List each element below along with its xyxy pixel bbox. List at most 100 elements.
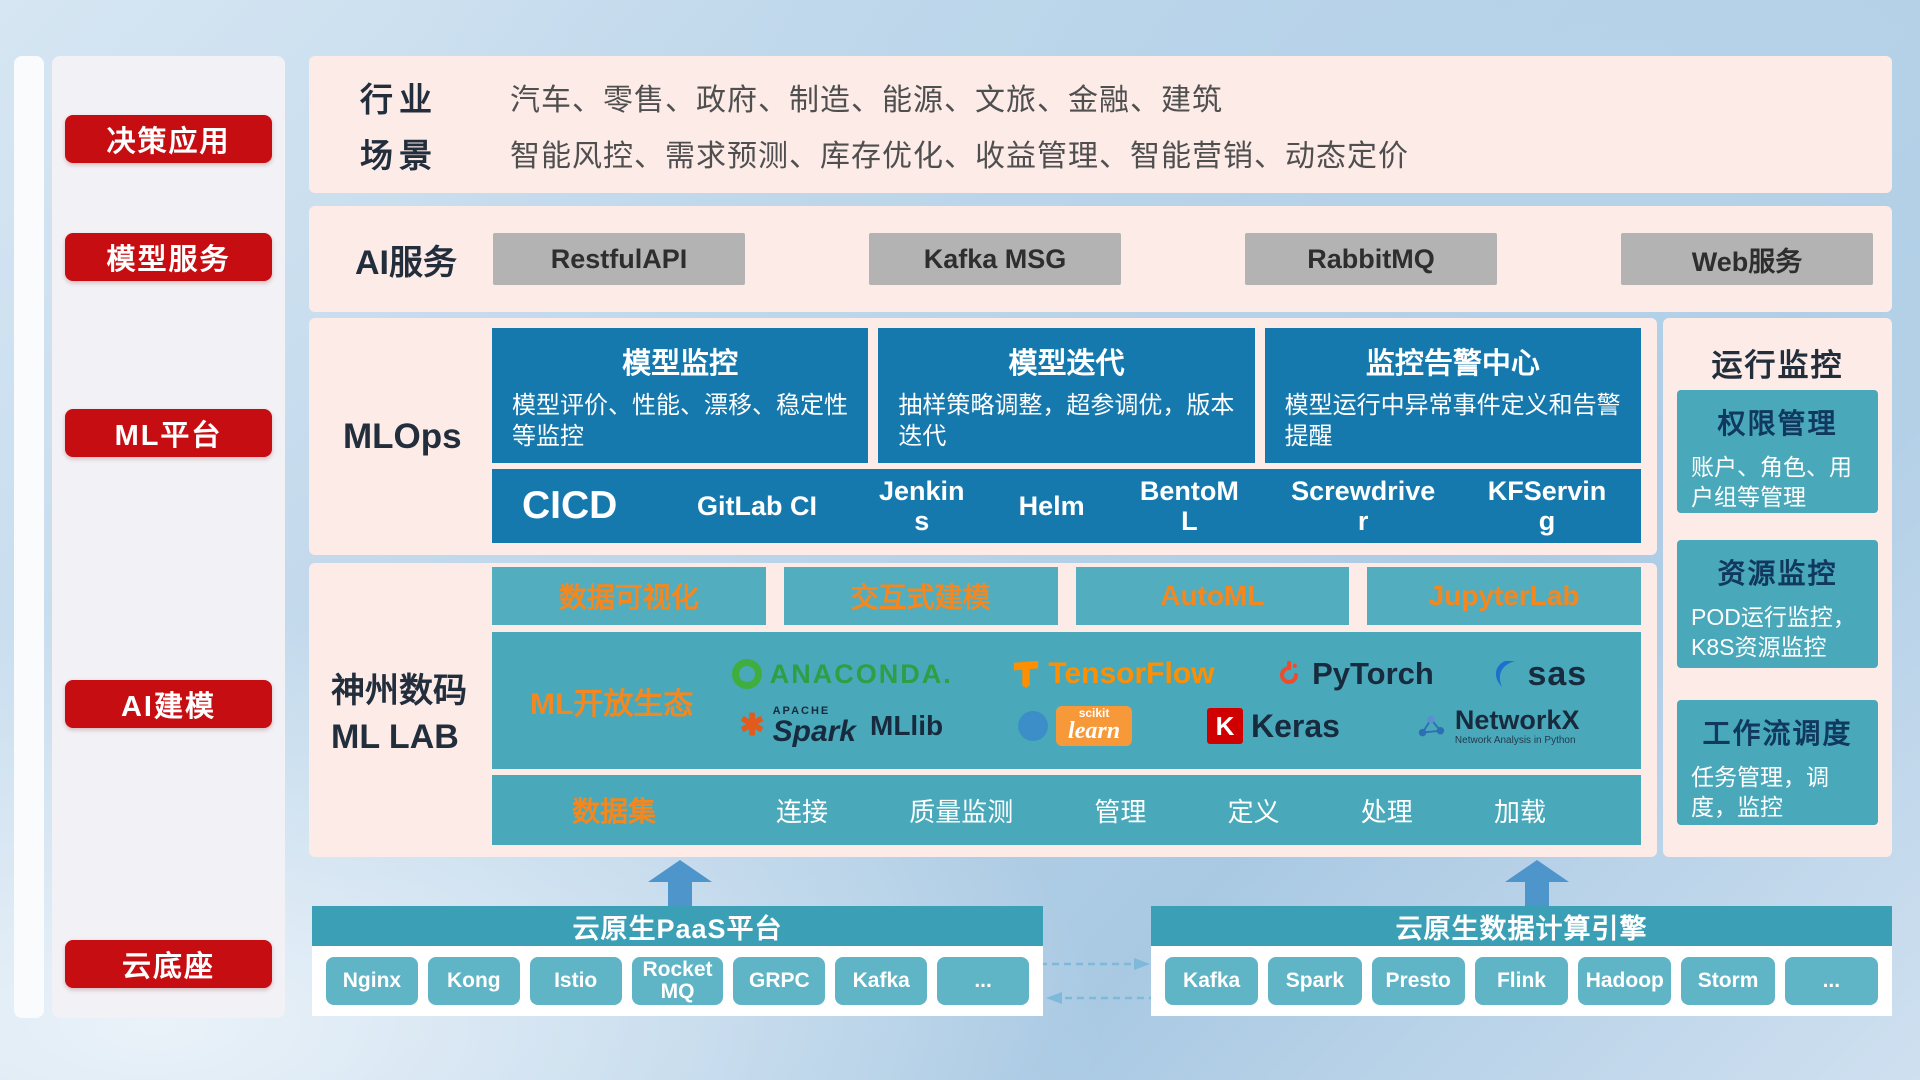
flow-arrow-right-icon <box>1040 958 1150 970</box>
industry-list: 汽车、零售、政府、制造、能源、文旅、金融、建筑 <box>510 84 1223 117</box>
cicd-bar: CICD GitLab CI Jenkins Helm BentoML Scre… <box>492 469 1641 543</box>
chip-more[interactable]: ... <box>937 957 1030 1005</box>
model-monitoring-card: 模型监控 模型评价、性能、漂移、稳定性等监控 <box>492 328 869 463</box>
tensorflow-logo-text: TensorFlow <box>1048 657 1215 690</box>
anaconda-logo-text: ANACONDA. <box>769 658 953 689</box>
keras-logo-text: Keras <box>1251 707 1340 744</box>
sidebar-item-ml-platform[interactable]: ML平台 <box>65 409 272 457</box>
cloud-engine-chips: Kafka Spark Presto Flink Hadoop Storm ..… <box>1151 946 1892 1016</box>
industry-scenario-panel: 行业 汽车、零售、政府、制造、能源、文旅、金融、建筑 场景 智能风控、需求预测、… <box>309 56 1892 193</box>
tensorflow-logo: TensorFlow <box>1012 657 1215 691</box>
cloud-engine-group: 云原生数据计算引擎 Kafka Spark Presto Flink Hadoo… <box>1151 906 1892 1016</box>
tool-data-visualization[interactable]: 数据可视化 <box>492 567 766 625</box>
sas-swoosh-icon <box>1496 661 1516 687</box>
networkx-icon <box>1418 715 1445 737</box>
chip-hadoop[interactable]: Hadoop <box>1578 957 1672 1005</box>
cicd-tool-bentoml: BentoML <box>1139 475 1239 536</box>
dataset-label: 数据集 <box>572 796 657 827</box>
anaconda-logo: ANACONDA. <box>731 658 953 690</box>
mlops-cards: 模型监控 模型评价、性能、漂移、稳定性等监控 模型迭代 抽样策略调整，超参调优，… <box>492 328 1641 463</box>
card-desc: 模型评价、性能、漂移、稳定性等监控 <box>512 392 848 451</box>
sidebar-item-decision-apps[interactable]: 决策应用 <box>65 115 272 163</box>
card-desc: POD运行监控，K8S资源监控 <box>1691 604 1856 661</box>
card-desc: 模型运行中异常事件定义和告警提醒 <box>1284 392 1621 451</box>
flow-arrow-left-icon <box>1046 992 1156 1004</box>
scikit-learn-icon <box>1018 711 1049 741</box>
ml-lab-label-line2: ML LAB <box>331 718 459 756</box>
ai-service-buttons: RestfulAPI Kafka MSG RabbitMQ Web服务 <box>493 233 1873 285</box>
layer-sidebar: 决策应用 模型服务 ML平台 AI建模 云底座 <box>52 56 285 1018</box>
service-button-restfulapi[interactable]: RestfulAPI <box>493 233 745 285</box>
cicd-tool-jenkins: Jenkins <box>879 475 965 536</box>
ai-service-panel: AI服务 RestfulAPI Kafka MSG RabbitMQ Web服务 <box>309 206 1892 312</box>
chip-grpc[interactable]: GRPC <box>733 957 826 1005</box>
chip-spark[interactable]: Spark <box>1268 957 1362 1005</box>
service-button-kafka-msg[interactable]: Kafka MSG <box>869 233 1121 285</box>
scikit-learn-badge: scikit learn <box>1056 706 1133 746</box>
ml-lab-panel: 神州数码 ML LAB 数据可视化 交互式建模 AutoML JupyterLa… <box>309 563 1657 857</box>
chip-kafka[interactable]: Kafka <box>835 957 928 1005</box>
card-title: 模型监控 <box>622 348 739 380</box>
tool-interactive-modeling[interactable]: 交互式建模 <box>783 567 1058 625</box>
model-iteration-card: 模型迭代 抽样策略调整，超参调优，版本迭代 <box>878 328 1255 463</box>
keras-logo: K Keras <box>1207 708 1340 745</box>
cicd-tool-gitlab-ci: GitLab CI <box>697 490 817 521</box>
workflow-scheduling-card: 工作流调度 任务管理，调度，监控 <box>1677 700 1878 825</box>
dataset-item-connect: 连接 <box>776 796 829 827</box>
dataset-item-load: 加载 <box>1493 796 1546 827</box>
service-button-web[interactable]: Web服务 <box>1621 233 1873 285</box>
chip-more[interactable]: ... <box>1784 957 1878 1005</box>
chip-kafka[interactable]: Kafka <box>1165 957 1259 1005</box>
cicd-tool-helm: Helm <box>1018 490 1085 521</box>
anaconda-icon <box>731 659 762 689</box>
industry-row: 行业 汽车、零售、政府、制造、能源、文旅、金融、建筑 <box>360 74 1862 120</box>
spark-wordmark: APACHE Spark <box>772 704 856 747</box>
scenario-row: 场景 智能风控、需求预测、库存优化、收益管理、智能营销、动态定价 <box>360 130 1862 176</box>
chip-flink[interactable]: Flink <box>1474 957 1569 1005</box>
networkx-logo-text: NetworkX <box>1454 704 1580 735</box>
scenario-list: 智能风控、需求预测、库存优化、收益管理、智能营销、动态定价 <box>510 140 1409 173</box>
card-title: 工作流调度 <box>1702 718 1853 749</box>
ecosystem-logos-row1: ANACONDA. TensorFlow PyTorch <box>702 655 1617 694</box>
left-accent-bar <box>14 56 44 1018</box>
networkx-subtitle: Network Analysis in Python <box>1454 735 1576 747</box>
cicd-tool-kfserving: KFServing <box>1487 475 1607 536</box>
sas-logo-text: sas <box>1527 654 1588 693</box>
networkx-wordmark: NetworkX Network Analysis in Python <box>1454 704 1580 747</box>
chip-rocketmq[interactable]: RocketMQ <box>631 957 724 1005</box>
card-desc: 抽样策略调整，超参调优，版本迭代 <box>898 392 1235 451</box>
chip-storm[interactable]: Storm <box>1681 957 1775 1005</box>
mllib-logo-text: MLlib <box>870 710 944 741</box>
chip-istio[interactable]: Istio <box>529 957 622 1005</box>
card-title: 资源监控 <box>1717 558 1838 589</box>
dataset-bar: 数据集 连接 质量监测 管理 定义 处理 加载 <box>492 775 1641 845</box>
card-desc: 账户、角色、用户组等管理 <box>1691 454 1852 511</box>
sidebar-item-ai-modeling[interactable]: AI建模 <box>65 680 272 728</box>
cicd-tool-screwdriver: Screwdriver <box>1291 475 1436 536</box>
tool-automl[interactable]: AutoML <box>1075 567 1350 625</box>
runtime-monitoring-title: 运行监控 <box>1711 348 1844 383</box>
sidebar-item-cloud-base[interactable]: 云底座 <box>65 940 272 988</box>
chip-kong[interactable]: Kong <box>427 957 520 1005</box>
chip-presto[interactable]: Presto <box>1371 957 1465 1005</box>
sidebar-item-model-service[interactable]: 模型服务 <box>65 233 272 281</box>
chip-nginx[interactable]: Nginx <box>326 957 418 1005</box>
card-title: 权限管理 <box>1717 408 1838 439</box>
cicd-tools: GitLab CI Jenkins Helm BentoML Screwdriv… <box>682 476 1611 536</box>
card-desc: 任务管理，调度，监控 <box>1691 764 1829 821</box>
scenario-label: 场景 <box>360 137 438 174</box>
tensorflow-icon <box>1014 660 1039 688</box>
scikit-learn-logo: scikit learn <box>1018 706 1133 746</box>
ecosystem-logos-row2: ✱ APACHE Spark MLlib scikit learn <box>702 704 1617 747</box>
dataset-item-quality: 质量监测 <box>909 796 1014 827</box>
spark-apache-text: APACHE <box>772 704 831 717</box>
permission-management-card: 权限管理 账户、角色、用户组等管理 <box>1677 390 1878 513</box>
dataset-item-manage: 管理 <box>1094 796 1147 827</box>
arrow-up-paas-icon <box>648 860 712 906</box>
tool-jupyterlab[interactable]: JupyterLab <box>1367 567 1641 625</box>
sas-logo: sas <box>1493 655 1587 694</box>
service-button-rabbitmq[interactable]: RabbitMQ <box>1245 233 1497 285</box>
cloud-engine-title: 云原生数据计算引擎 <box>1151 906 1892 946</box>
keras-icon: K <box>1207 708 1244 744</box>
cicd-label: CICD <box>522 484 618 527</box>
